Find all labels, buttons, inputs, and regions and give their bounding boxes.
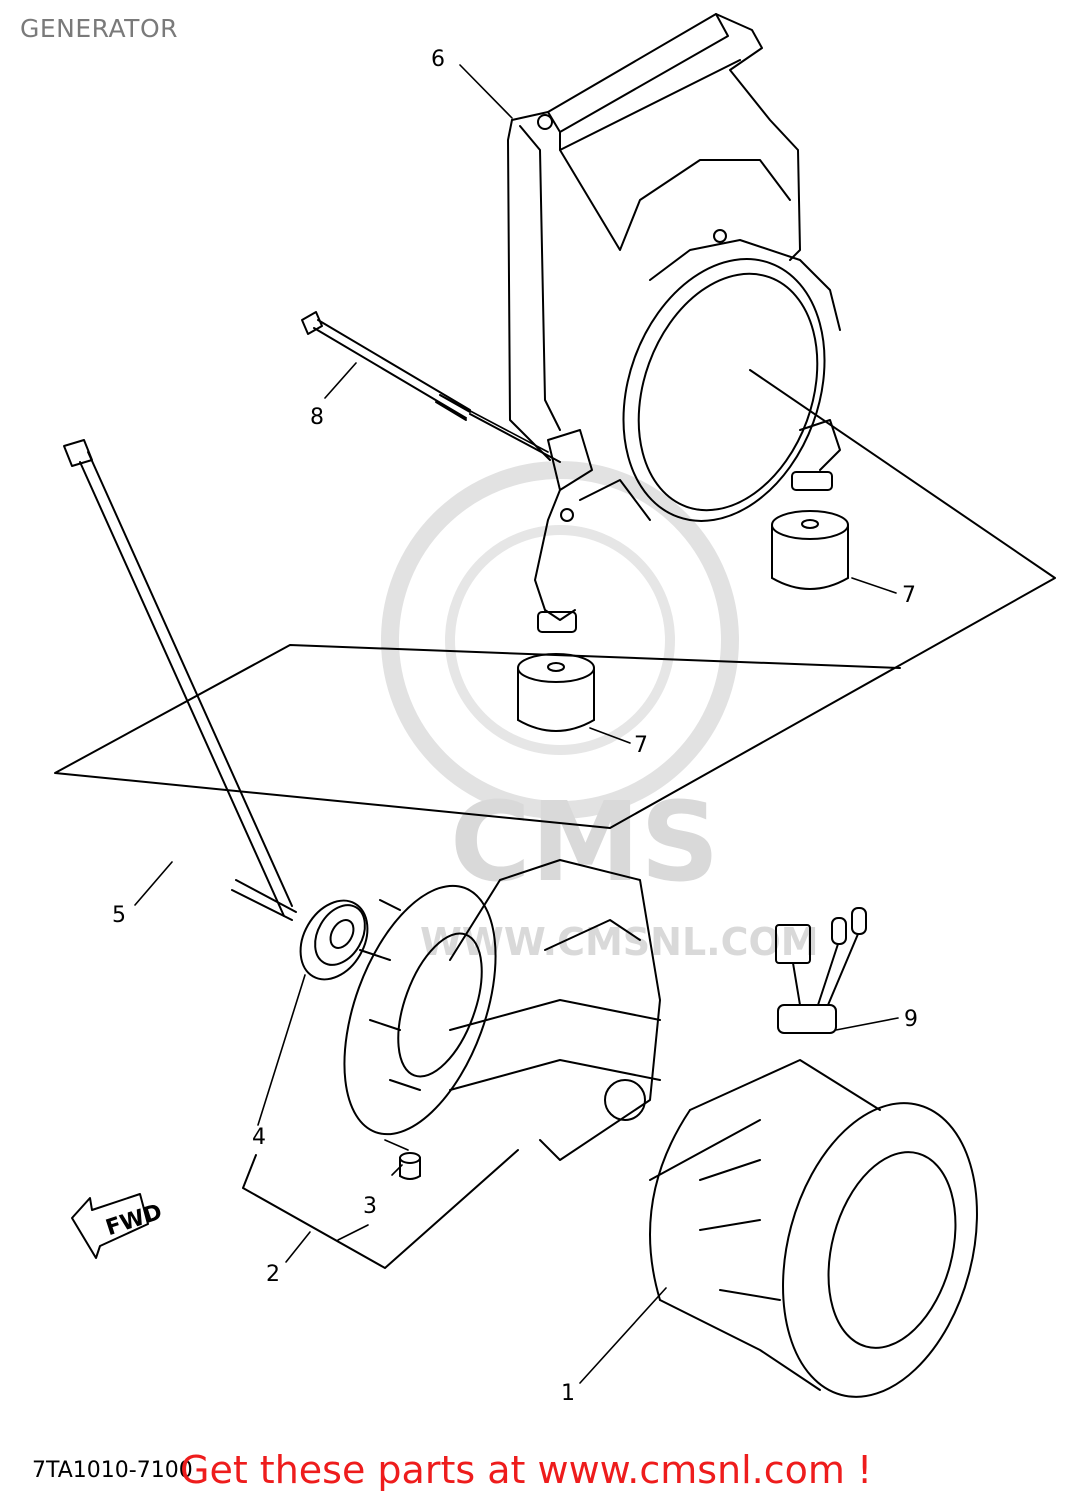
part-1-stator — [649, 1059, 978, 1398]
part-4-bearing — [299, 899, 369, 981]
part-9-grommet-wiring — [775, 907, 867, 1034]
callout-1: 1 — [561, 1381, 575, 1406]
callout-8: 8 — [310, 405, 324, 430]
part-7-rubber-mount — [771, 510, 849, 590]
part-6-fan-housing — [507, 13, 841, 633]
watermark-text: CMS — [450, 778, 719, 906]
promo-link[interactable]: Get these parts at www.cmsnl.com ! — [180, 1448, 873, 1492]
part-5-through-bolt — [63, 439, 297, 921]
callout-numbers: 6 8 7 7 5 4 3 2 9 1 — [112, 47, 918, 1406]
part-2-rotor-assembly — [343, 859, 661, 1161]
page-title: GENERATOR — [20, 14, 179, 43]
callout-2: 2 — [266, 1262, 280, 1287]
callout-7b: 7 — [634, 733, 648, 758]
callout-9: 9 — [904, 1007, 918, 1032]
callout-6: 6 — [431, 47, 445, 72]
leader-lines — [134, 64, 899, 1384]
diagram-code: 7TA1010-7100 — [32, 1458, 193, 1483]
callout-3: 3 — [363, 1194, 377, 1219]
fwd-arrow-icon: FWD — [71, 1193, 165, 1259]
part-3-dowel — [399, 1152, 421, 1180]
callout-5: 5 — [112, 903, 126, 928]
mount-reference-outline — [54, 369, 1056, 829]
callout-4: 4 — [252, 1125, 266, 1150]
callout-7a: 7 — [902, 583, 916, 608]
part-8-bolt — [301, 311, 561, 463]
cms-logo-watermark: CMS WWW.CMSNL.COM — [381, 461, 819, 964]
part-7-rubber-mount — [517, 653, 595, 732]
group-bracket — [242, 1149, 519, 1269]
